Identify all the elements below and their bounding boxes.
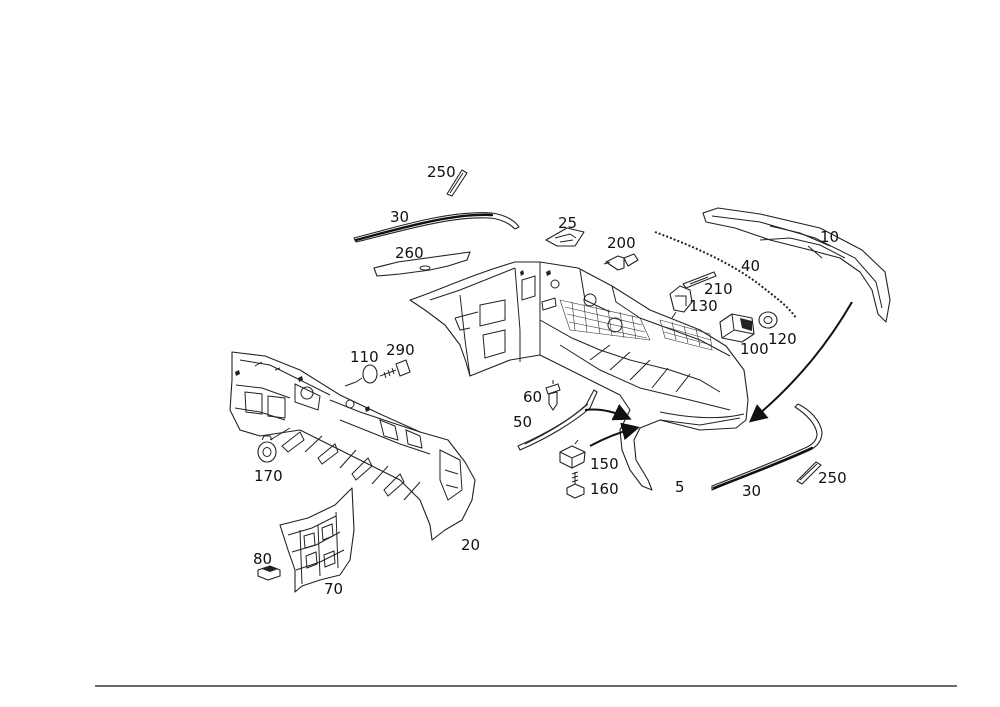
assembly-arrow-2 — [589, 422, 640, 447]
part-25-bracket[interactable] — [545, 227, 585, 247]
label-60: 60 — [523, 388, 542, 406]
label-170: 170 — [254, 467, 283, 485]
part-80-clip[interactable] — [257, 565, 281, 581]
part-160-screw[interactable] — [566, 471, 585, 499]
part-250-lower-strip[interactable] — [796, 461, 822, 485]
label-5: 5 — [675, 478, 685, 496]
label-250-lower: 250 — [818, 469, 847, 487]
part-40-seal-strip[interactable] — [654, 231, 797, 319]
label-30-upper: 30 — [390, 208, 409, 226]
label-10: 10 — [820, 228, 839, 246]
part-130-sensor-holder[interactable] — [669, 285, 693, 319]
label-150: 150 — [590, 455, 619, 473]
part-30-lower-strip[interactable] — [711, 403, 823, 491]
label-250-upper: 250 — [427, 163, 456, 181]
label-160: 160 — [590, 480, 619, 498]
part-210-pin[interactable] — [682, 271, 717, 289]
part-10-spoiler[interactable] — [702, 207, 891, 323]
part-170-nut[interactable] — [257, 435, 277, 463]
label-100: 100 — [740, 340, 769, 358]
label-30-lower: 30 — [742, 482, 761, 500]
part-290-screw[interactable] — [379, 359, 411, 379]
part-150-speed-nut[interactable] — [559, 439, 586, 469]
part-20-bumper-support[interactable] — [229, 351, 476, 541]
part-50-trim-strip[interactable] — [517, 389, 598, 451]
label-210: 210 — [704, 280, 733, 298]
part-70-lower-cover[interactable] — [279, 487, 355, 593]
assembly-arrow-1 — [584, 403, 632, 421]
label-260: 260 — [395, 244, 424, 262]
label-70: 70 — [324, 580, 343, 598]
assembly-arrow-3 — [748, 301, 853, 423]
part-260-pad[interactable] — [373, 251, 471, 277]
part-60-push-clip[interactable] — [545, 380, 561, 411]
part-120-grommet[interactable] — [758, 311, 778, 329]
label-120: 120 — [768, 330, 797, 348]
label-40: 40 — [741, 257, 760, 275]
part-110-washer[interactable] — [355, 364, 378, 384]
label-200: 200 — [607, 234, 636, 252]
label-130: 130 — [689, 297, 718, 315]
label-80: 80 — [253, 550, 272, 568]
part-250-upper-strip[interactable] — [446, 169, 468, 197]
label-20: 20 — [461, 536, 480, 554]
label-25: 25 — [558, 214, 577, 232]
label-50: 50 — [513, 413, 532, 431]
part-100-sensor[interactable] — [719, 313, 755, 343]
part-30-upper-strip[interactable] — [353, 212, 520, 243]
part-200-plug[interactable] — [603, 253, 639, 271]
label-110: 110 — [350, 348, 379, 366]
leader-110 — [344, 381, 357, 387]
label-290: 290 — [386, 341, 415, 359]
part-5-bumper-cover[interactable] — [409, 261, 749, 491]
